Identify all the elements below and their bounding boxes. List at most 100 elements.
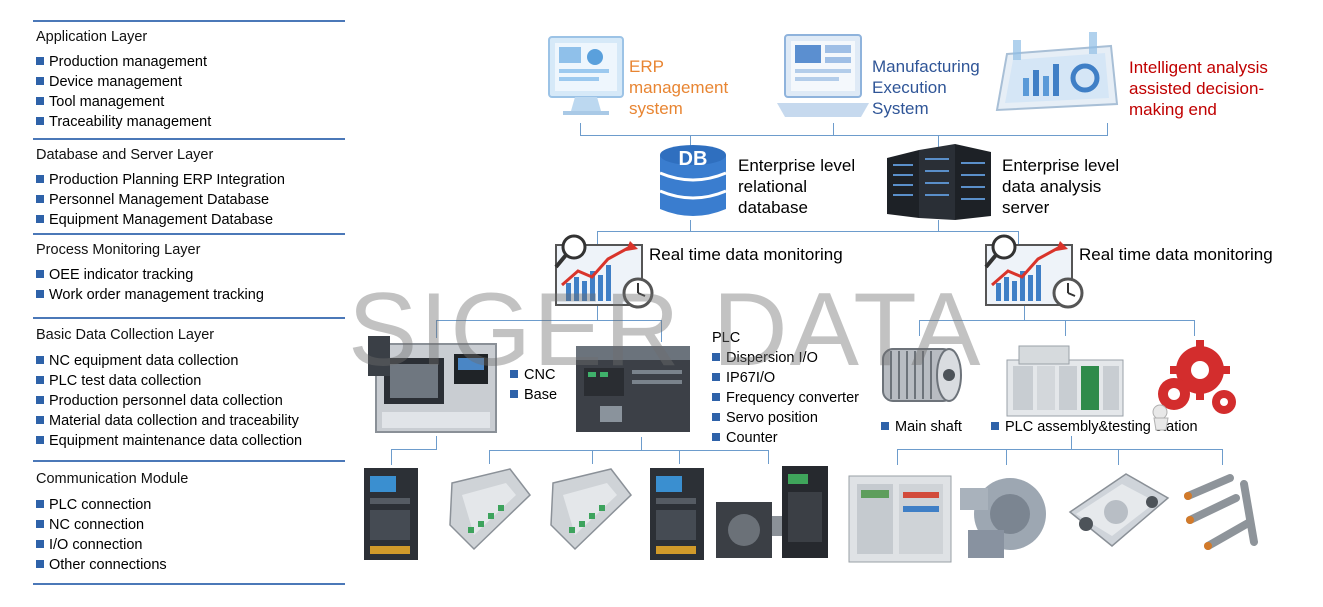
layer-title-communication: Communication Module — [36, 471, 189, 487]
inverter-icon — [364, 468, 418, 560]
label-line: making end — [1129, 100, 1217, 119]
label-line: database — [738, 198, 808, 217]
pneumatic-cylinder-icon — [1068, 473, 1170, 547]
connector — [938, 220, 939, 232]
main-shaft-label: Main shaft — [881, 417, 962, 437]
connector — [768, 450, 769, 464]
connector — [1222, 449, 1223, 465]
connector — [597, 231, 598, 245]
connector — [1024, 305, 1025, 321]
label-line: data analysis — [1002, 177, 1102, 196]
list-item: Material data collection and traceabilit… — [36, 411, 302, 431]
connector — [1006, 449, 1007, 465]
connector — [391, 449, 437, 450]
label-line: relational — [738, 177, 807, 196]
list-item: I/O connection — [36, 535, 167, 555]
connector — [690, 135, 691, 147]
layer-items-communication: PLC connection NC connection I/O connect… — [36, 495, 167, 575]
list-item: Device management — [36, 72, 211, 92]
connector — [897, 449, 1223, 450]
separator — [33, 233, 345, 235]
separator — [33, 583, 345, 585]
layer-items-application: Production management Device management … — [36, 52, 211, 132]
list-item: Servo position — [712, 408, 859, 428]
connector — [679, 450, 680, 464]
connector — [833, 123, 834, 136]
io-module-icon — [449, 468, 532, 551]
inverter-icon — [650, 468, 704, 560]
connector — [436, 320, 437, 338]
separator — [33, 20, 345, 22]
separator — [33, 460, 345, 462]
label-line: Intelligent analysis — [1129, 58, 1268, 77]
label-line: assisted decision- — [1129, 79, 1265, 98]
layer-title-application: Application Layer — [36, 29, 148, 45]
connector — [436, 436, 437, 450]
connector — [489, 450, 490, 464]
mes-monitor-icon — [777, 34, 869, 117]
main-shaft-spindle-icon — [882, 348, 962, 402]
cnc-machine-icon — [368, 336, 497, 433]
list-item: CNC — [510, 365, 557, 385]
gears-worker-icon — [1152, 340, 1236, 431]
realtime-monitoring-label-right: Real time data monitoring — [1079, 245, 1273, 264]
connector — [919, 320, 1195, 321]
connector — [897, 449, 898, 465]
separator — [33, 317, 345, 319]
connector — [436, 320, 662, 321]
list-item: Work order management tracking — [36, 285, 264, 305]
sensor-probes-icon — [1184, 474, 1258, 550]
layer-title-database: Database and Server Layer — [36, 147, 214, 163]
list-item: Base — [510, 385, 557, 405]
layer-items-process: OEE indicator tracking Work order manage… — [36, 265, 264, 305]
intelligent-analysis-label: Intelligent analysis assisted decision- … — [1129, 57, 1268, 120]
list-item: Tool management — [36, 92, 211, 112]
label-line: Enterprise level — [738, 156, 856, 175]
connector — [592, 450, 593, 464]
list-item: Dispersion I/O — [712, 348, 859, 368]
layer-items-basic: NC equipment data collection PLC test da… — [36, 351, 302, 451]
list-item: Equipment Management Database — [36, 210, 285, 230]
separator — [33, 138, 345, 140]
relational-database-label: Enterprise level relational database — [738, 155, 855, 218]
layer-items-database: Production Planning ERP Integration Pers… — [36, 170, 285, 230]
mes-system-label: Manufacturing Execution System — [872, 56, 980, 119]
label-line: management — [629, 78, 729, 97]
list-item: Frequency converter — [712, 388, 859, 408]
list-item: OEE indicator tracking — [36, 265, 264, 285]
label-line: system — [629, 99, 683, 118]
io-module-icon — [550, 468, 633, 551]
erp-system-label: ERP management system — [629, 56, 728, 119]
connector — [580, 135, 1108, 136]
label-line: System — [872, 99, 929, 118]
monitoring-chart-icon — [984, 234, 1084, 309]
analytics-tablet-icon — [995, 32, 1119, 112]
plc-group-list: PLC Dispersion I/O IP67I/O Frequency con… — [712, 328, 859, 448]
connector — [919, 320, 920, 336]
test-cabinet-icon — [848, 475, 952, 563]
data-analysis-server-label: Enterprise level data analysis server — [1002, 155, 1119, 218]
connector — [1065, 320, 1066, 336]
cnc-group-list: CNC Base — [510, 365, 557, 405]
connector — [489, 450, 769, 451]
connector — [1107, 123, 1108, 136]
list-item: NC connection — [36, 515, 167, 535]
realtime-monitoring-label-left: Real time data monitoring — [649, 245, 843, 264]
list-item: PLC test data collection — [36, 371, 302, 391]
list-item: Production management — [36, 52, 211, 72]
servo-motor-drive-icon — [716, 466, 828, 558]
list-item: Traceability management — [36, 112, 211, 132]
server-rack-icon — [887, 144, 991, 220]
plc-station-icon — [1006, 345, 1124, 417]
connector — [1071, 436, 1072, 450]
monitoring-chart-icon — [554, 234, 654, 309]
plc-group-title: PLC — [712, 330, 741, 346]
list-item: IP67I/O — [712, 368, 859, 388]
list-item: NC equipment data collection — [36, 351, 302, 371]
label-line: Manufacturing — [872, 57, 980, 76]
layer-title-process: Process Monitoring Layer — [36, 242, 201, 258]
connector — [938, 135, 939, 147]
erp-monitor-icon — [548, 36, 624, 115]
connector — [661, 320, 662, 342]
list-item: Production personnel data collection — [36, 391, 302, 411]
